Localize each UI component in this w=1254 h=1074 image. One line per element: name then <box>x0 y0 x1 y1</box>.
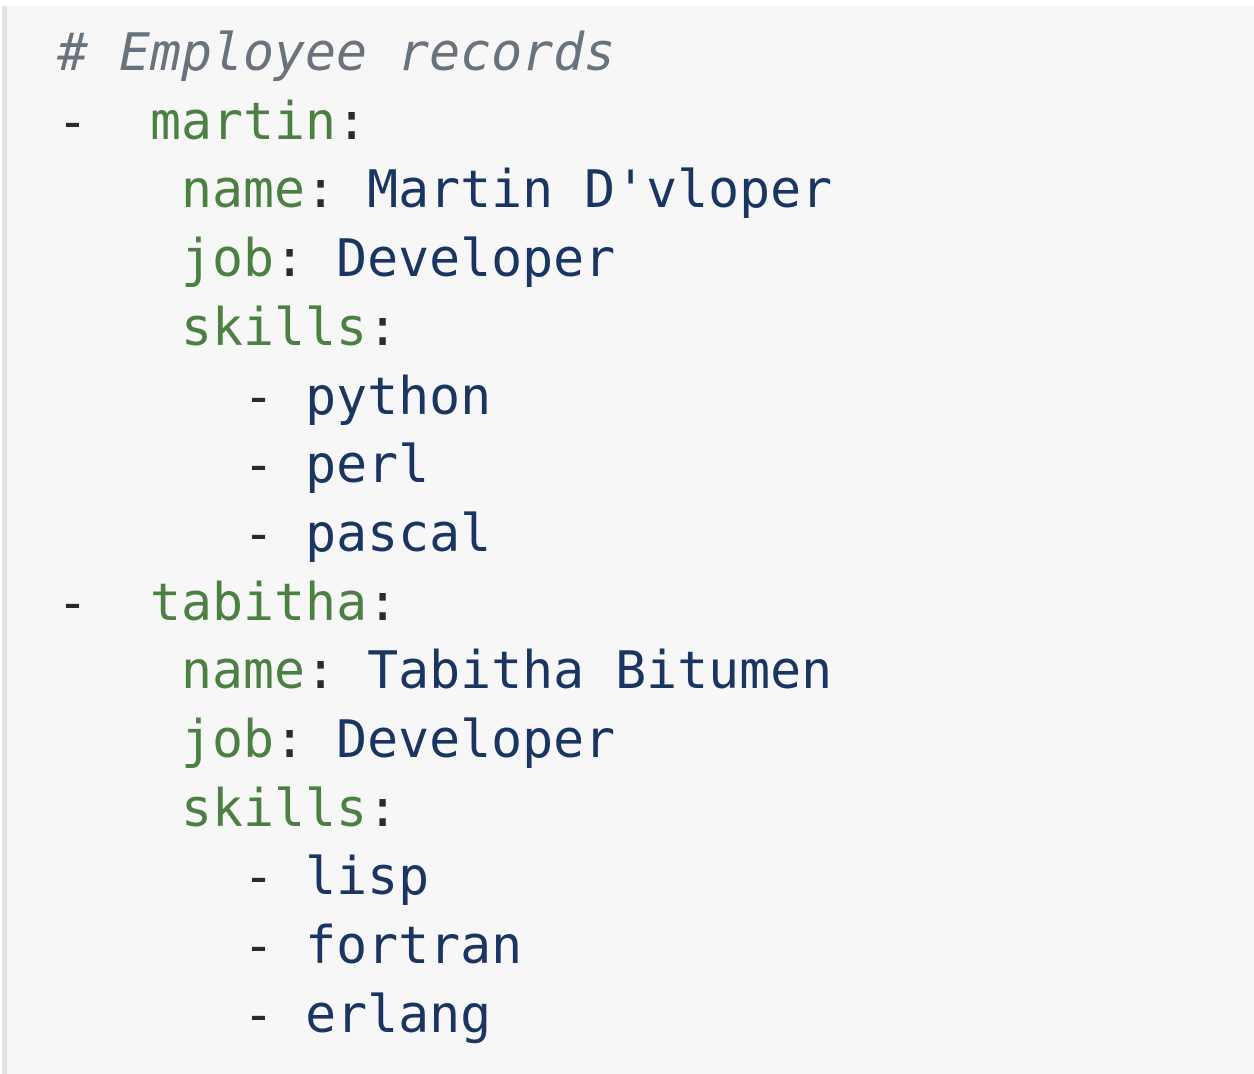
job-value: Developer <box>336 710 616 771</box>
code: # Employee records - martin: name: Marti… <box>57 19 832 1050</box>
name-value: Martin D'vloper <box>367 160 833 221</box>
record-martin: - martin: name: Martin D'vloper job: Dev… <box>57 91 833 564</box>
comment: # Employee records <box>57 23 616 83</box>
skill: erlang <box>305 984 492 1045</box>
skill: fortran <box>305 916 523 977</box>
record-tabitha: - tabitha: name: Tabitha Bitumen job: De… <box>57 572 833 1045</box>
skill: perl <box>305 435 430 496</box>
skill: pascal <box>305 503 492 564</box>
skill: python <box>305 366 492 427</box>
name-value: Tabitha Bitumen <box>367 641 833 702</box>
job-value: Developer <box>336 229 616 290</box>
yaml-code-block: # Employee records - martin: name: Marti… <box>2 6 1254 1074</box>
skill: lisp <box>305 847 430 908</box>
